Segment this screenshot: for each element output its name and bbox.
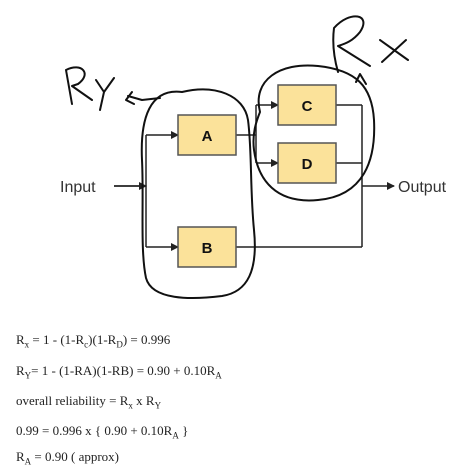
eq2-sub: A <box>215 370 222 381</box>
eq1-sub: c <box>84 339 89 350</box>
eq4-part: } <box>178 423 189 438</box>
connection-lines <box>114 101 395 251</box>
equation-rx: Rx = 1 - (1-Rc)(1-RD) = 0.996 <box>16 332 170 350</box>
block-d: D <box>277 142 337 184</box>
eq1-part: ) = 0.996 <box>122 332 171 347</box>
blocks: A B C D <box>177 84 337 268</box>
eq3-sub: x <box>128 400 133 411</box>
eq1-part: )(1-R <box>88 332 117 347</box>
eq2-sub: Y <box>24 370 32 381</box>
eq1-sub: x <box>24 339 30 350</box>
eq1-part: = 1 - (1-R <box>29 332 85 347</box>
handwritten-annotations <box>65 15 409 300</box>
ry-circle <box>140 88 256 300</box>
equation-overall: overall reliability = Rx x RY <box>16 393 161 411</box>
eq2-part: R <box>16 363 25 378</box>
rx-circle <box>252 64 376 202</box>
eq5-part: R <box>16 449 25 464</box>
eq3-part: x R <box>132 393 155 408</box>
eq1-part: R <box>16 332 25 347</box>
equation-result: RA = 0.90 ( approx) <box>16 449 119 467</box>
eq3-sub: Y <box>154 400 162 411</box>
output-label: Output <box>398 179 447 196</box>
eq2-part: = 1 - (1-RA)(1-RB) = 0.90 + 0.10R <box>31 363 216 378</box>
block-c: C <box>277 84 337 126</box>
eq4-part: 0.99 = 0.996 x { 0.90 + 0.10R <box>16 423 173 438</box>
input-label: Input <box>60 179 96 196</box>
eq5-sub: A <box>24 456 32 467</box>
block-b: B <box>177 226 237 268</box>
eq4-sub: A <box>172 430 179 441</box>
reliability-block-diagram: A B C D Input Output <box>60 15 447 300</box>
block-a: A <box>177 114 237 156</box>
eq1-sub: D <box>116 339 123 350</box>
block-d-label: D <box>302 156 313 173</box>
block-c-label: C <box>302 98 313 115</box>
block-a-label: A <box>202 128 213 145</box>
ry-handwriting <box>65 66 161 111</box>
equation-ry: RY= 1 - (1-RA)(1-RB) = 0.90 + 0.10RA <box>16 363 222 381</box>
equation-solve: 0.99 = 0.996 x { 0.90 + 0.10RA } <box>16 423 188 441</box>
rx-handwriting <box>332 15 409 85</box>
eq5-part: = 0.90 ( approx) <box>31 449 120 464</box>
block-b-label: B <box>202 240 213 257</box>
eq3-part: overall reliability = R <box>16 393 129 408</box>
